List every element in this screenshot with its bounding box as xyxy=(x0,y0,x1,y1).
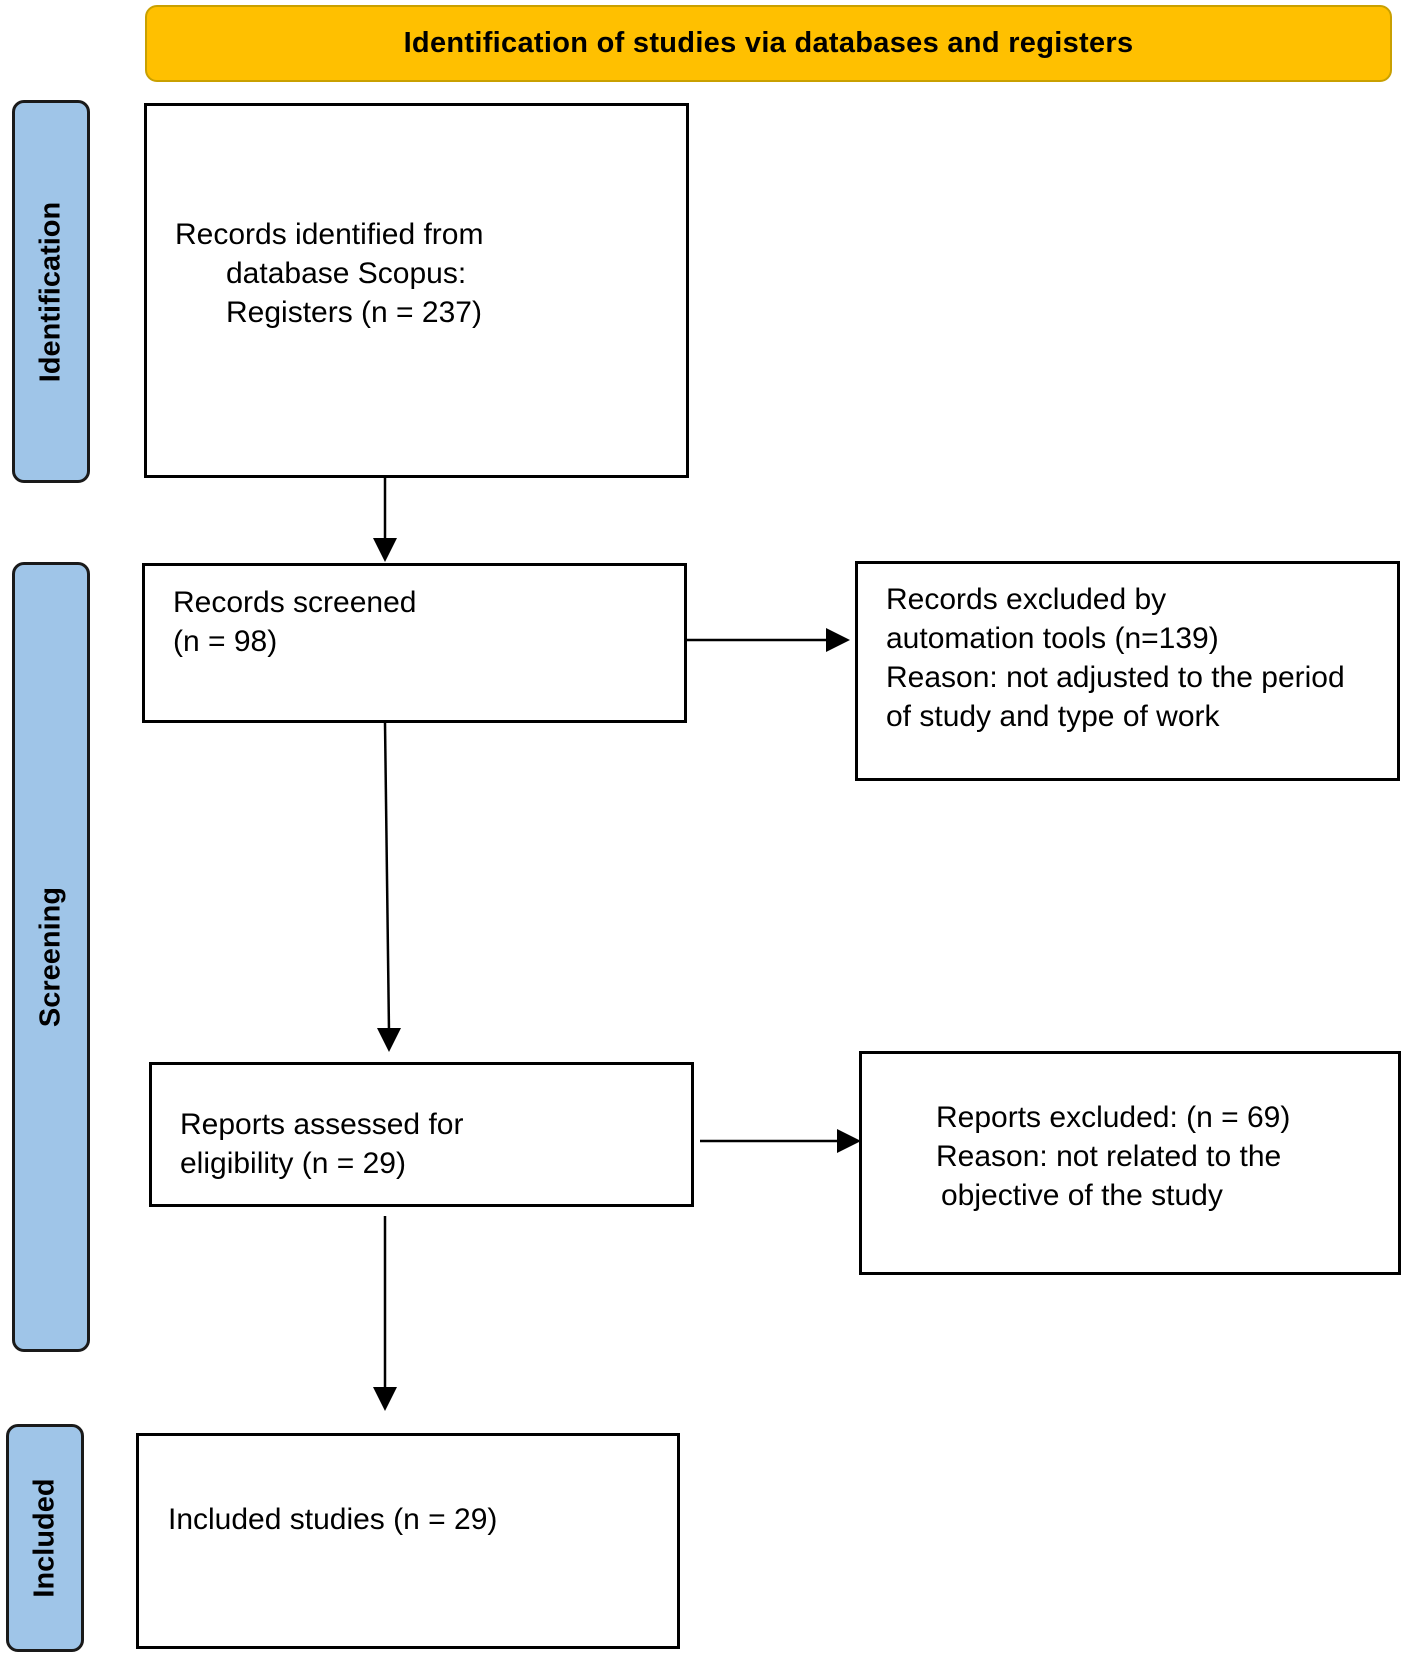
arrowhead-screened-to-assessed xyxy=(377,1028,401,1052)
records-excluded-box: Records excluded by automation tools (n=… xyxy=(855,561,1400,781)
reports-assessed-line1: Reports assessed for xyxy=(180,1108,464,1141)
records-identified-line3: Registers (n = 237) xyxy=(226,296,482,329)
records-excluded-line4: of study and type of work xyxy=(886,700,1220,733)
records-identified-box: Records identified from database Scopus:… xyxy=(144,103,689,478)
records-excluded-line2: automation tools (n=139) xyxy=(886,622,1219,655)
arrowhead-screened-to-excluded xyxy=(826,628,850,652)
reports-excluded-box: Reports excluded: (n = 69) Reason: not r… xyxy=(859,1051,1401,1275)
records-screened-line2: (n = 98) xyxy=(173,625,278,658)
records-screened-box: Records screened (n = 98) xyxy=(142,563,687,723)
records-identified-line2: database Scopus: xyxy=(226,257,467,290)
phase-included: Included xyxy=(6,1424,84,1652)
reports-excluded-line2: Reason: not related to the xyxy=(936,1140,1282,1173)
arrow-screened-to-assessed xyxy=(383,722,391,1033)
records-identified-line1: Records identified from xyxy=(175,218,484,251)
phase-screening: Screening xyxy=(12,562,90,1352)
phase-identification: Identification xyxy=(12,100,90,483)
included-studies-line1: Included studies (n = 29) xyxy=(168,1503,498,1536)
reports-excluded-line1: Reports excluded: (n = 69) xyxy=(936,1101,1291,1134)
records-screened-line1: Records screened xyxy=(173,586,417,619)
records-excluded-line1: Records excluded by xyxy=(886,583,1167,616)
arrowhead-identified-to-screened xyxy=(373,538,397,562)
included-studies-box: Included studies (n = 29) xyxy=(136,1433,680,1649)
reports-assessed-line2: eligibility (n = 29) xyxy=(180,1147,406,1180)
header-title: Identification of studies via databases … xyxy=(403,27,1134,59)
arrowhead-assessed-to-reports-excluded xyxy=(837,1129,861,1153)
reports-excluded-line3: objective of the study xyxy=(941,1179,1223,1212)
header-banner: Identification of studies via databases … xyxy=(145,5,1392,82)
records-excluded-line3: Reason: not adjusted to the period xyxy=(886,661,1345,694)
arrowhead-assessed-to-included xyxy=(373,1387,397,1411)
reports-assessed-box: Reports assessed for eligibility (n = 29… xyxy=(149,1062,694,1207)
